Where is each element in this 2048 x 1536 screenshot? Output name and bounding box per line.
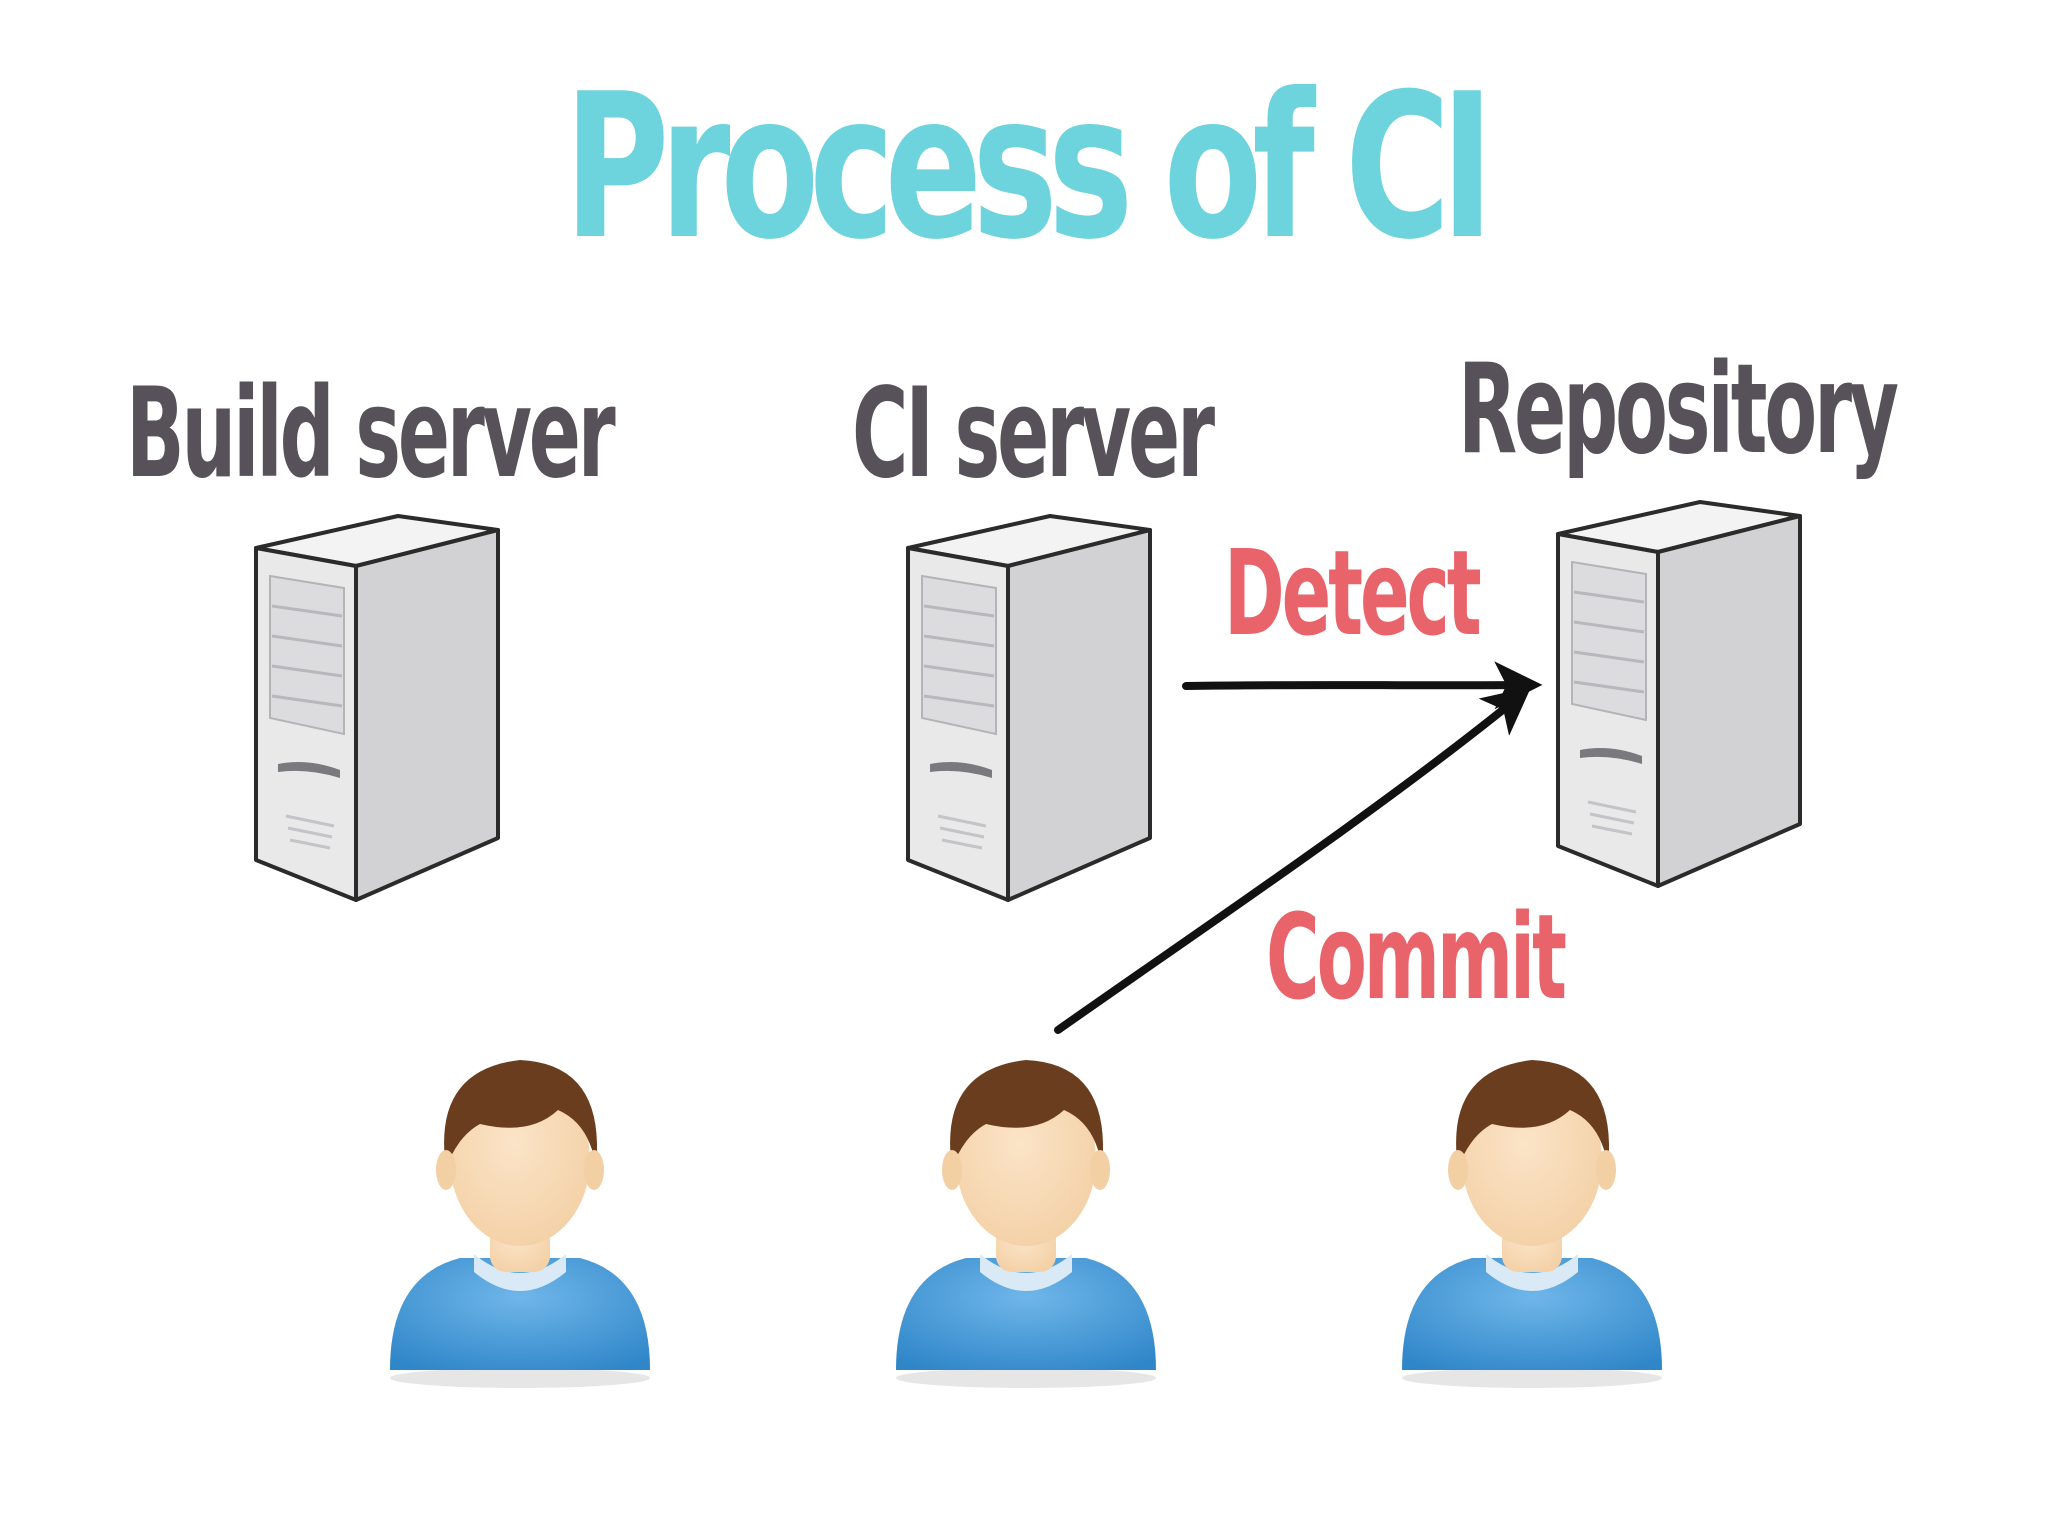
developer-3-icon (1402, 1060, 1662, 1388)
commit-arrow (1054, 686, 1532, 1034)
ci-server-icon (906, 514, 1152, 902)
ci-server-label: CI server (852, 362, 1215, 506)
repository-label: Repository (1458, 338, 1899, 482)
build-server-icon (254, 514, 500, 902)
developer-1-icon (390, 1060, 650, 1388)
diagram-title: Process of CI (563, 51, 1494, 284)
detect-arrow (1182, 661, 1543, 710)
build-server-label: Build server (126, 362, 616, 506)
repository-server-icon (1556, 500, 1802, 888)
commit-label: Commit (1266, 888, 1567, 1026)
developer-2-icon (896, 1060, 1156, 1388)
detect-label: Detect (1224, 524, 1482, 662)
